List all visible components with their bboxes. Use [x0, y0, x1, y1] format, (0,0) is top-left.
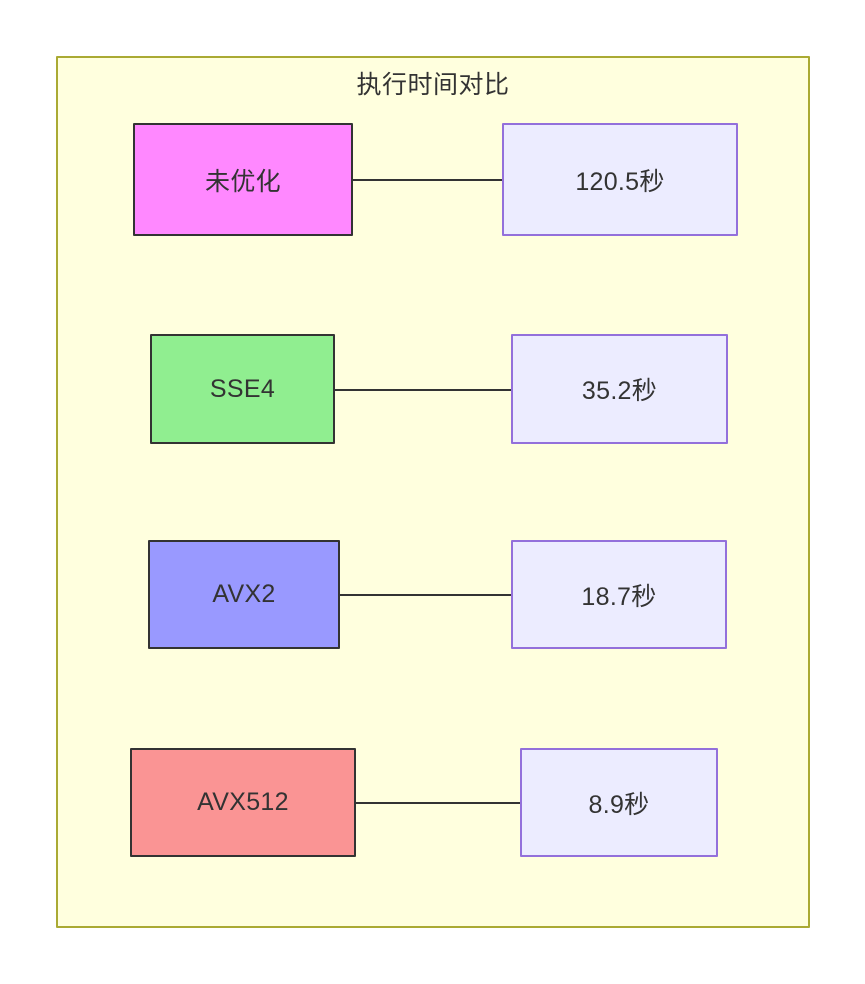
edge-3	[340, 594, 512, 596]
source-node-3[interactable]: AVX2	[148, 540, 340, 649]
source-node-4[interactable]: AVX512	[130, 748, 356, 857]
value-node-3-label: 18.7秒	[581, 582, 657, 611]
value-node-3[interactable]: 18.7秒	[511, 540, 727, 649]
edge-4	[356, 802, 521, 804]
value-node-1-label: 120.5秒	[575, 167, 665, 196]
value-node-2-label: 35.2秒	[581, 377, 658, 405]
diagram-title: 执行时间对比	[356, 71, 510, 99]
source-node-1[interactable]: 未优化	[133, 123, 353, 236]
value-node-1[interactable]: 120.5秒	[502, 123, 738, 236]
edge-1	[353, 179, 502, 181]
source-node-2[interactable]: SSE4	[150, 334, 335, 444]
value-node-2[interactable]: 35.2秒	[511, 334, 728, 444]
source-node-4-label: AVX512	[197, 788, 289, 816]
source-node-2-label: SSE4	[209, 374, 276, 403]
source-node-1-label: 未优化	[205, 167, 281, 196]
value-node-4[interactable]: 8.9秒	[520, 748, 718, 857]
source-node-3-label: AVX2	[212, 580, 276, 608]
value-node-4-label: 8.9秒	[588, 790, 650, 819]
edge-2	[335, 389, 512, 391]
